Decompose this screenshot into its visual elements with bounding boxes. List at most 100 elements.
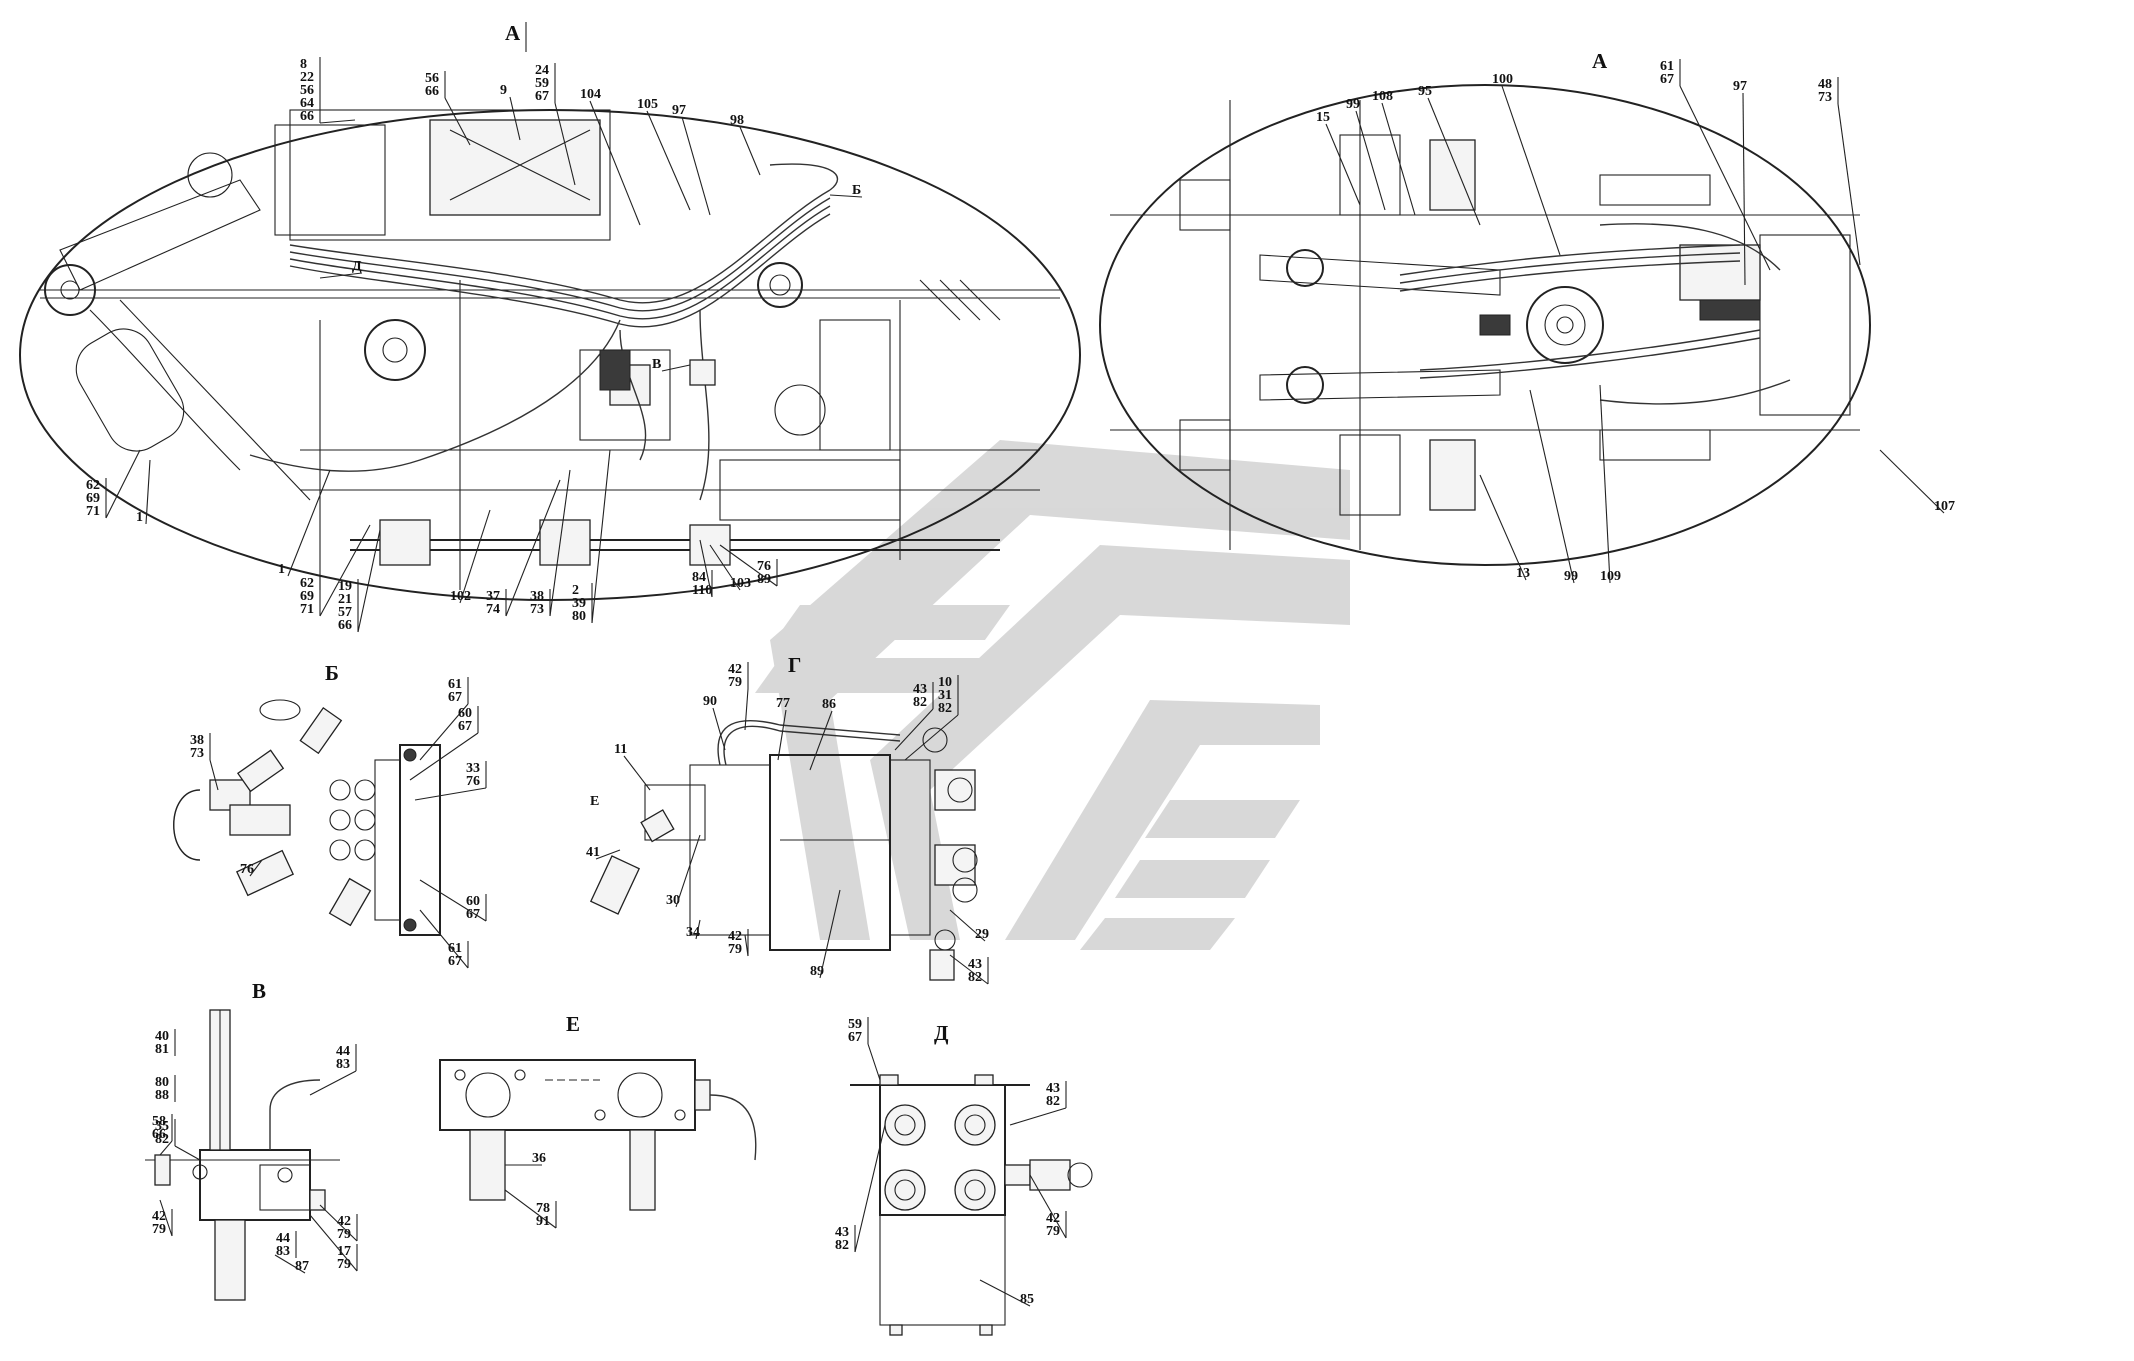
callout-leader [709, 544, 741, 591]
view-d-drawing [850, 1074, 1093, 1336]
view-v-drawing [145, 1009, 340, 1301]
watermark-logo [755, 440, 1350, 950]
callout-leader [777, 709, 787, 761]
callout-leader [319, 272, 363, 279]
callout-leader [1501, 85, 1561, 256]
callout-leader [319, 119, 356, 124]
callout-leader [854, 1124, 886, 1253]
callout-view-a-left-13: 1 [136, 510, 143, 525]
callout-leader [819, 889, 841, 979]
callout-view-d-4: 85 [1020, 1292, 1034, 1307]
callout-view-a-left-5: 104 [580, 87, 601, 102]
callout-leader [444, 97, 471, 146]
callout-view-a-left-6: 105 [637, 97, 658, 112]
callout-view-a-left-9: Б [852, 183, 861, 198]
callout-leader [419, 879, 487, 922]
callout-leader [712, 707, 726, 751]
callout-leader [1479, 474, 1527, 581]
callout-view-a-left-22: 103 [730, 576, 751, 591]
callout-view-v-8: 87 [295, 1259, 309, 1274]
callout-leader [1427, 97, 1481, 226]
callout-leader [145, 459, 151, 525]
callout-leader [949, 954, 989, 985]
callout-leader [661, 364, 691, 372]
callout-leader [589, 100, 641, 226]
callout-leader [675, 834, 701, 908]
callout-leader [554, 102, 576, 186]
callout-view-g-6: 11 [614, 742, 627, 757]
callout-leader [159, 1199, 173, 1237]
callout-leader [591, 449, 611, 624]
callout-leader [357, 529, 381, 633]
callout-leader [1837, 103, 1861, 266]
callout-leader [904, 714, 959, 761]
callout-leader [867, 1043, 881, 1081]
callout-view-g-3: 86 [822, 697, 836, 712]
callout-leader [509, 96, 521, 141]
callout-leader [309, 1214, 358, 1272]
callout-leader [319, 524, 371, 617]
callout-view-a-right-10: 99 [1564, 569, 1578, 584]
callout-view-b-4: 76 [240, 862, 254, 877]
callout-view-g-2: 77 [776, 696, 790, 711]
view-d-title: Д [934, 1021, 949, 1045]
callout-leader [595, 849, 621, 860]
callout-leader [419, 703, 469, 761]
callout-view-a-right-3: 95 [1418, 84, 1432, 99]
callout-view-e-0: 36 [532, 1151, 546, 1166]
callout-leader [287, 469, 331, 577]
view-b-drawing [173, 699, 441, 936]
callout-leader [504, 1189, 557, 1229]
callout-view-a-left-10: Д [352, 259, 362, 274]
callout-view-a-right-4: 100 [1492, 72, 1513, 87]
callout-leader [1529, 389, 1575, 584]
callout-view-a-right-8: 107 [1934, 499, 1955, 514]
callout-leader [105, 449, 141, 519]
view-e-drawing [439, 1059, 757, 1211]
callout-view-a-left-17: 102 [450, 589, 471, 604]
callout-view-a-left-14: 1 [278, 562, 285, 577]
callout-view-g-1: 90 [703, 694, 717, 709]
callout-leader [1009, 1107, 1067, 1126]
callout-leader [309, 1070, 357, 1096]
callout-leader [414, 787, 487, 801]
callout-leader [1325, 123, 1361, 206]
callout-leader [744, 688, 749, 731]
view-a-left-ellipse [19, 109, 1081, 601]
callout-leader [829, 194, 863, 198]
callout-view-a-right-11: 109 [1600, 569, 1621, 584]
callout-view-a-right-1: 99 [1346, 97, 1360, 112]
callout-leader [549, 469, 571, 617]
callout-leader [249, 859, 263, 877]
